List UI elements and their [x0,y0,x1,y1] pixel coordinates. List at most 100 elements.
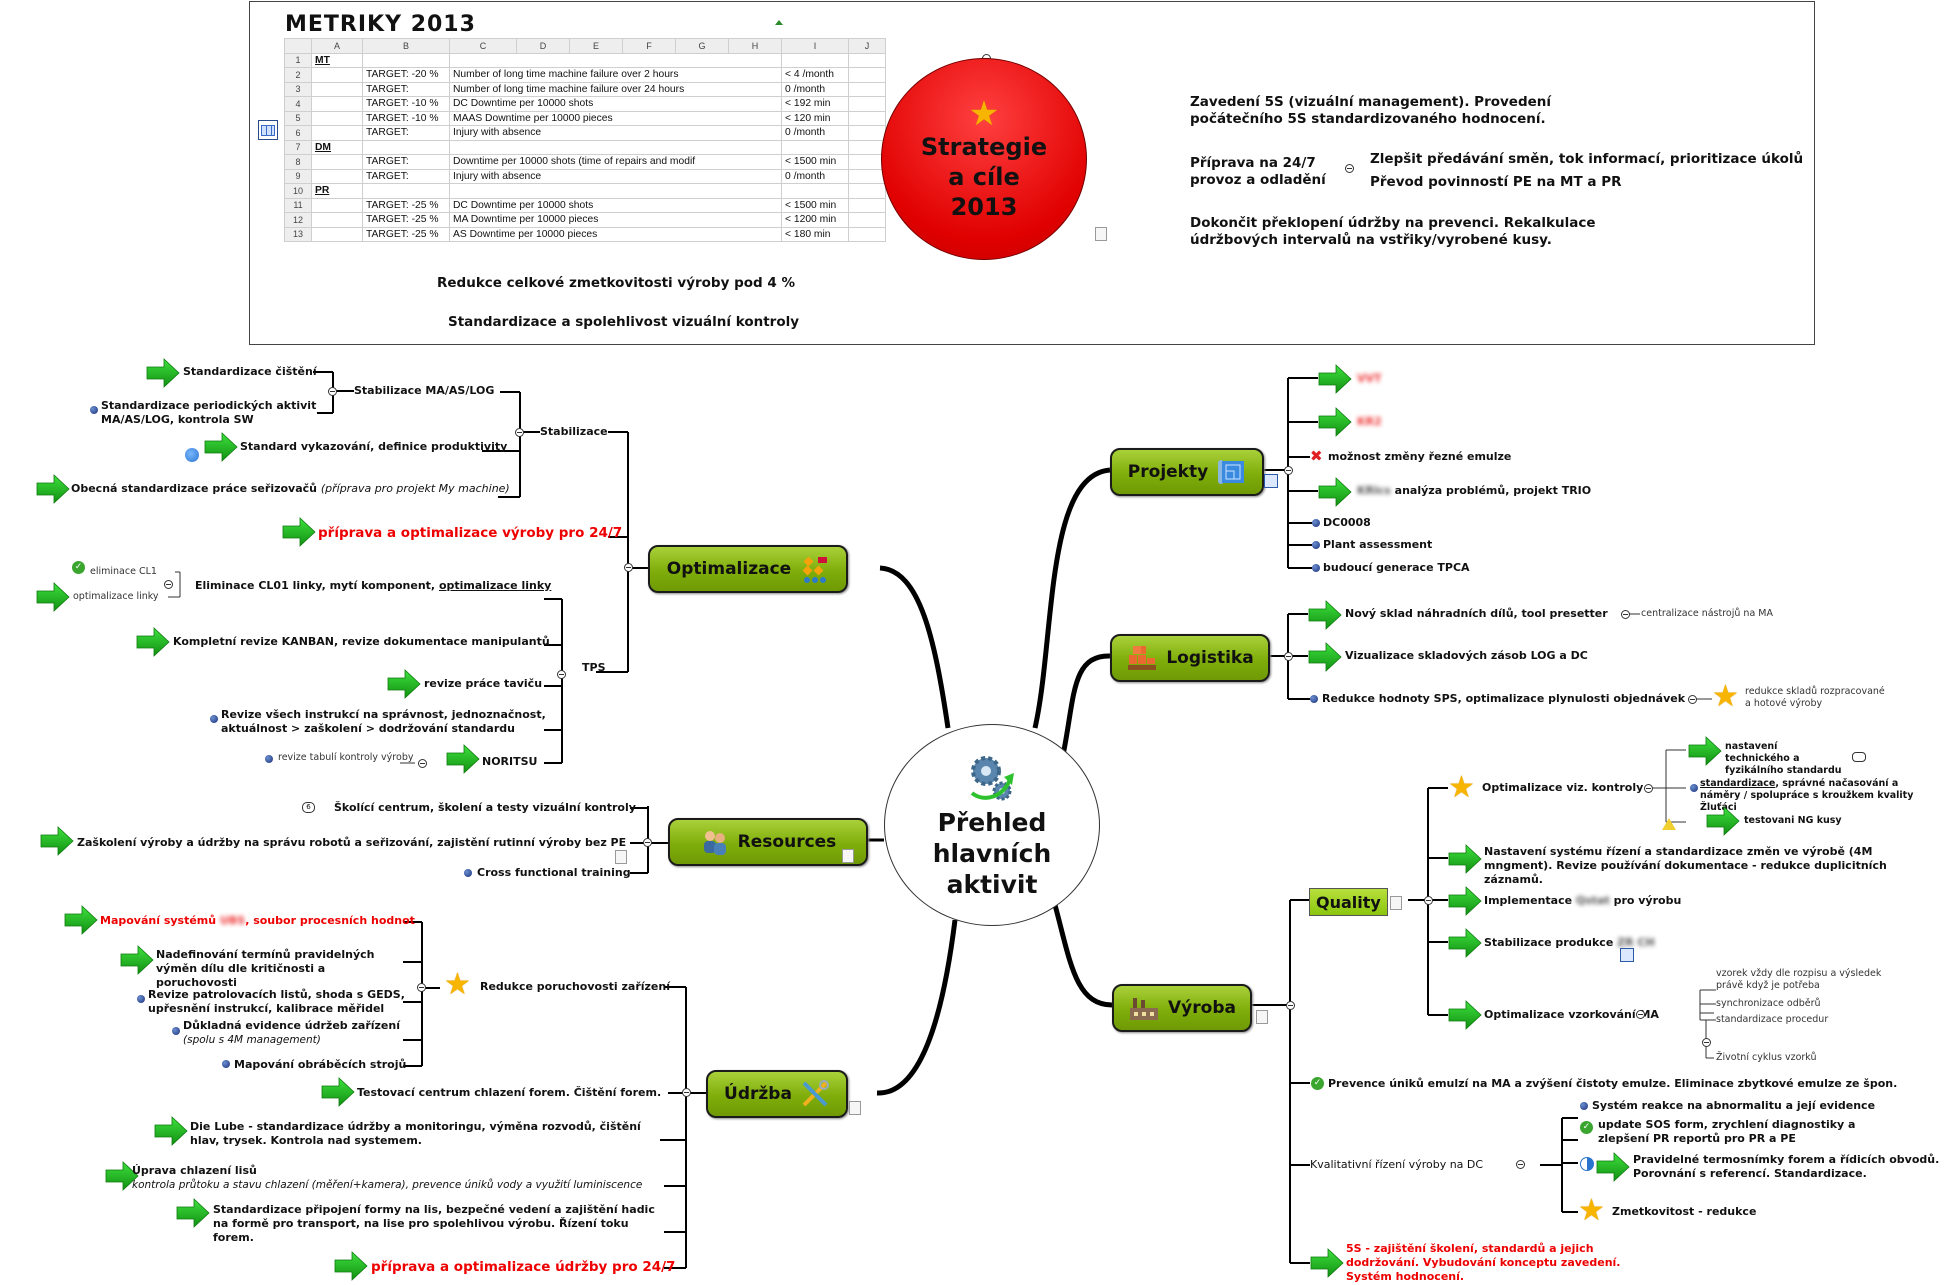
collapse-toggle[interactable] [1636,1010,1645,1019]
note-icon[interactable] [1256,1010,1268,1024]
branch-quality[interactable]: Quality [1309,888,1388,916]
collapse-toggle[interactable] [1516,1160,1525,1169]
logistika-subitem-redukce-skladu[interactable]: redukce skladů rozpracované a hotové výr… [1745,686,1885,709]
topic-optimalizace[interactable]: Optimalizace [648,545,848,593]
strategy-node[interactable]: ★ Strategie a cíle 2013 [881,58,1087,260]
collapse-toggle[interactable] [515,428,524,437]
collapse-toggle[interactable] [1284,466,1293,475]
quality-item-4m[interactable]: Nastavení systému řízení a standardizace… [1484,845,1887,886]
quality-subitem-ng[interactable]: testovani NG kusy [1744,815,1842,826]
item-uprava-chlazeni[interactable]: Úprava chlazení lisů [132,1164,257,1177]
target-cell[interactable]: TARGET: -25 % [362,226,450,242]
description-cell[interactable] [449,139,782,155]
item-mapovani-strojo[interactable]: Mapování obráběcích strojů [234,1058,407,1071]
branch-tps[interactable]: TPS [582,661,606,674]
project-plant-assessment[interactable]: Plant assessment [1323,538,1433,551]
item-text[interactable]: Stabilizace produkce [1484,936,1618,949]
item-revize-instrukci[interactable]: Revize všech instrukcí na správnost, jed… [221,708,546,735]
project-kr2[interactable]: KR2 [1357,415,1382,428]
description-cell[interactable]: Injury with absence [449,125,782,141]
item-text[interactable]: Eliminace CL01 linky, mytí komponent, [195,579,439,592]
target-cell[interactable] [362,139,450,155]
target-cell[interactable] [362,183,450,199]
project-tpca[interactable]: budoucí generace TPCA [1323,561,1470,574]
strategy-subitem-shift[interactable]: Zlepšit předávání směn, tok informací, p… [1370,151,1804,167]
category-cell[interactable]: DM [311,139,363,155]
quality-subitem-nastaveni[interactable]: nastavení technického a fyzikálního stan… [1725,741,1842,776]
target-cell[interactable]: TARGET: -10 % [362,110,450,126]
description-cell[interactable]: Number of long time machine failure over… [449,67,782,83]
item-tavicu[interactable]: revize práce taviču [424,677,543,690]
item-eliminace-cl1[interactable]: eliminace CL1 [90,566,157,577]
item-zaskoleni[interactable]: Zaškolení výroby a údržby na správu robo… [77,836,627,849]
item-cross-functional[interactable]: Cross functional training [477,866,631,879]
logistika-item-sklad[interactable]: Nový sklad náhradních dílů, tool presett… [1345,607,1608,620]
strategy-item-5s[interactable]: Zavedení 5S (vizuální management). Prove… [1190,94,1552,127]
vyroba-item-5s[interactable]: 5S - zajištění školení, standardů a jeji… [1346,1242,1621,1283]
description-cell[interactable]: MA Downtime per 10000 pieces [449,212,782,228]
value-cell[interactable] [781,183,849,199]
item-dukladna-evidence[interactable]: Důkladná evidence údržeb zařízení [183,1019,400,1032]
item-text[interactable]: analýza problémů, projekt TRIO [1390,484,1592,497]
kval-item-zmetkovitost[interactable]: Zmetkovitost - redukce [1612,1205,1757,1218]
category-cell[interactable]: PR [311,183,363,199]
empty-cell[interactable] [848,197,886,213]
empty-cell[interactable] [848,125,886,141]
project-rezna-emulze[interactable]: možnost změny řezné emulze [1328,450,1512,463]
description-cell[interactable]: Downtime per 10000 shots (time of repair… [449,154,782,170]
topic-logistika[interactable]: Logistika [1110,634,1270,682]
note-icon[interactable] [849,1101,861,1115]
strategy-subitem-pe[interactable]: Převod povinností PE na MT a PR [1370,174,1622,190]
project-vvt[interactable]: VVT [1357,372,1382,385]
collapse-toggle[interactable] [1345,164,1354,173]
target-cell[interactable]: TARGET: [362,81,450,97]
collapse-toggle[interactable] [164,580,173,589]
item-optimalizace-linky[interactable]: optimalizace linky [73,591,159,602]
empty-cell[interactable] [848,226,886,242]
item-skolici-centrum[interactable]: Školící centrum, školení a testy vizuáln… [334,801,636,814]
value-cell[interactable]: 0 /month [781,81,849,97]
empty-cell[interactable] [848,183,886,199]
target-cell[interactable]: TARGET: -20 % [362,67,450,83]
quality-item-vzorkovani[interactable]: Optimalizace vzorkování MA [1484,1008,1659,1021]
strategy-item-scrap[interactable]: Redukce celkové zmetkovitosti výroby pod… [437,275,796,291]
empty-cell[interactable] [848,81,886,97]
logistika-item-vizualizace[interactable]: Vizualizace skladových zásob LOG a DC [1345,649,1588,662]
topic-vyroba[interactable]: Výroba [1112,984,1252,1032]
collapse-toggle[interactable] [643,838,652,847]
collapse-toggle[interactable] [418,759,427,768]
value-cell[interactable]: < 1200 min [781,212,849,228]
item-link[interactable]: optimalizace linky [438,579,552,592]
empty-cell[interactable] [848,110,886,126]
branch-redukce-poruchovosti[interactable]: Redukce poruchovosti zařízení [480,980,670,993]
value-cell[interactable]: < 4 /month [781,67,849,83]
target-cell[interactable]: TARGET: [362,168,450,184]
target-cell[interactable]: TARGET: [362,125,450,141]
value-cell[interactable]: 0 /month [781,125,849,141]
collapse-triangle-icon[interactable] [775,20,783,25]
item-text[interactable]: Mapování systémů [100,914,220,927]
value-cell[interactable]: < 1500 min [781,154,849,170]
description-cell[interactable]: DC Downtime per 10000 shots [449,197,782,213]
kval-item-sos[interactable]: update SOS form, zrychlení diagnostiky a… [1598,1118,1856,1145]
value-cell[interactable]: < 192 min [781,96,849,112]
kval-item-termosnimky[interactable]: Pravidelné termosnímky forem a řídicích … [1633,1153,1940,1180]
empty-cell[interactable] [848,154,886,170]
vzork-subitem-zivotni-cyklus[interactable]: Životní cyklus vzorků [1716,1052,1817,1063]
target-cell[interactable]: TARGET: [362,154,450,170]
empty-cell[interactable] [848,96,886,112]
target-cell[interactable]: TARGET: -10 % [362,96,450,112]
kval-item-abnormalita[interactable]: Systém reakce na abnormalitu a její evid… [1592,1099,1876,1112]
logistika-subitem-centralizace[interactable]: centralizace nástrojů na MA [1641,608,1773,619]
category-cell[interactable] [311,168,363,184]
quality-item-opt-viz[interactable]: Optimalizace viz. kontroly [1482,781,1644,794]
item-die-lube[interactable]: Die Lube - standardizace údržby a monito… [190,1120,641,1147]
target-cell[interactable] [362,52,450,68]
spreadsheet-icon[interactable] [258,120,278,140]
strategy-item-maintenance[interactable]: Dokončit překlopení údržby na prevenci. … [1190,215,1596,248]
vzork-subitem-procedur[interactable]: standardizace procedur [1716,1014,1829,1025]
empty-cell[interactable] [848,168,886,184]
strategy-item-247[interactable]: Příprava na 24/7 provoz a odladění [1190,155,1326,188]
attachment-icon[interactable] [1620,948,1634,962]
collapse-toggle[interactable] [1621,610,1630,619]
